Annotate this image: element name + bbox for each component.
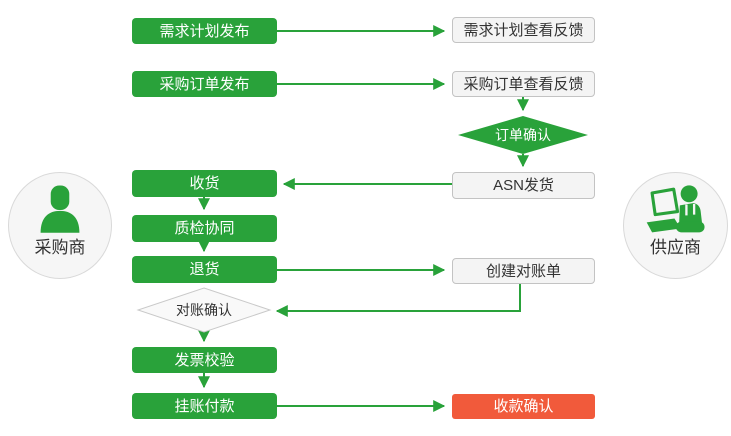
node-demand-plan-publish-label: 需求计划发布 [159, 22, 250, 40]
order-confirmation-diamond [458, 116, 588, 154]
node-payment-receipt-confirmation-label: 收款确认 [493, 398, 554, 415]
node-demand-plan-view-feedback-label: 需求计划查看反馈 [463, 21, 584, 39]
actor-buyer: 采购商 [8, 172, 112, 279]
node-invoice-verification: 发票校验 [132, 347, 277, 373]
node-return-goods-label: 退货 [189, 261, 220, 278]
node-order-confirmation-label: 订单确认 [495, 127, 551, 143]
node-receiving-label: 收货 [189, 175, 220, 192]
node-purchase-order-view-feedback: 采购订单查看反馈 [452, 71, 595, 97]
node-purchase-order-view-feedback-label: 采购订单查看反馈 [463, 75, 584, 93]
arrow-create-reconciliation-to-reconciliation-confirmation [275, 284, 521, 317]
node-asn-shipping-label: ASN发货 [493, 177, 554, 194]
node-quality-inspection: 质检协同 [132, 215, 277, 242]
reconciliation-confirmation-diamond [136, 287, 272, 333]
node-asn-shipping: ASN发货 [452, 172, 595, 199]
node-payment-on-account-label: 挂账付款 [174, 397, 235, 415]
node-reconciliation-confirmation-label: 对账确认 [176, 302, 232, 318]
buyer-label: 采购商 [34, 238, 86, 257]
actor-supplier: 供应商 [623, 172, 728, 279]
node-payment-on-account: 挂账付款 [132, 393, 277, 419]
buyer-person-icon [33, 182, 87, 238]
node-invoice-verification-label: 发票校验 [174, 351, 235, 369]
node-receiving: 收货 [132, 170, 277, 197]
node-order-confirmation: 订单确认 [458, 116, 588, 154]
supplier-person-laptop-icon [645, 182, 707, 238]
node-create-reconciliation: 创建对账单 [452, 258, 595, 284]
node-purchase-order-publish: 采购订单发布 [132, 71, 277, 97]
node-return-goods: 退货 [132, 256, 277, 283]
node-demand-plan-publish: 需求计划发布 [132, 18, 277, 44]
node-create-reconciliation-label: 创建对账单 [485, 262, 561, 280]
node-reconciliation-confirmation: 对账确认 [138, 288, 270, 332]
supplier-label: 供应商 [650, 238, 701, 257]
node-quality-inspection-label: 质检协同 [174, 220, 235, 237]
node-purchase-order-publish-label: 采购订单发布 [159, 75, 250, 93]
node-demand-plan-view-feedback: 需求计划查看反馈 [452, 17, 595, 43]
node-payment-receipt-confirmation: 收款确认 [452, 394, 595, 419]
